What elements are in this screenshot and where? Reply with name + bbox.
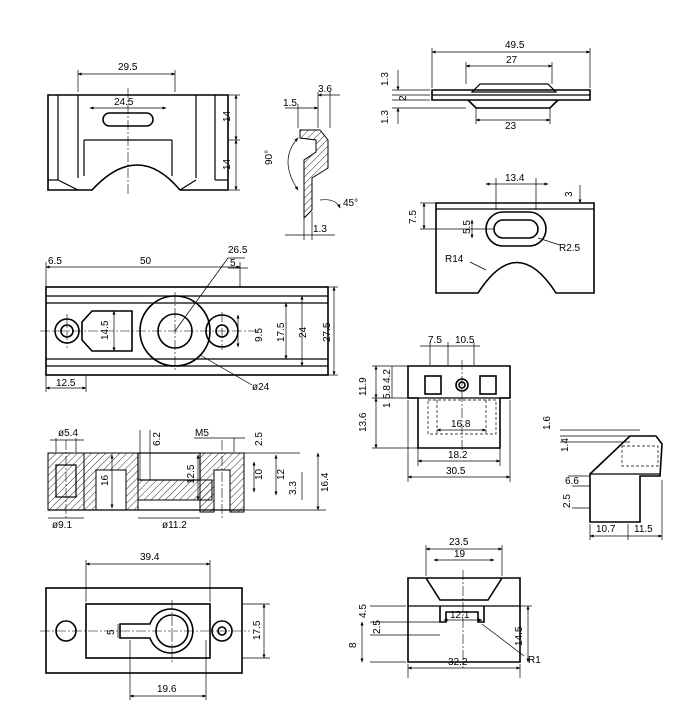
dim-10-g: 10 (254, 468, 265, 480)
dim-14-5-e: 14.5 (100, 320, 111, 340)
dim-r2-5: R2.5 (559, 243, 581, 254)
dim-23-5: 23.5 (449, 537, 469, 548)
dim-o9-1: ø9.1 (52, 520, 72, 531)
dim-1-5: 1.5 (283, 98, 297, 109)
dim-11-5: 11.5 (634, 524, 653, 535)
dim-27: 27 (506, 55, 518, 66)
dim-29-5: 29.5 (118, 62, 138, 73)
dim-14-b: 14 (222, 158, 233, 170)
dim-24-e: 24 (298, 326, 309, 338)
dim-5-e: 5 (230, 258, 236, 269)
dim-14-a: 14 (222, 110, 233, 122)
dim-26-5: 26.5 (228, 245, 248, 256)
dim-30-5: 30.5 (446, 466, 466, 477)
dim-12-5-g: 12.5 (186, 464, 197, 484)
dim-5-i: 5 (106, 629, 117, 635)
dim-7-5: 7.5 (408, 210, 419, 224)
dim-27-5: 27.5 (322, 322, 333, 342)
dim-13-6: 13.6 (358, 412, 369, 432)
dim-10-7: 10.7 (596, 524, 616, 535)
dim-2: 2 (398, 95, 409, 101)
dim-1-3-c1: 1.3 (380, 72, 391, 86)
dim-24-5: 24.5 (114, 97, 134, 108)
dim-50: 50 (140, 256, 152, 267)
dim-17-5-e: 17.5 (276, 322, 287, 342)
dim-r14: R14 (445, 254, 464, 265)
dim-1-3-c2: 1.3 (380, 110, 391, 124)
dim-23: 23 (505, 121, 517, 132)
dim-19: 19 (454, 549, 466, 560)
dim-1-6: 1.6 (542, 416, 553, 430)
dim-m5: M5 (195, 428, 209, 439)
dim-16-g: 16 (100, 474, 111, 486)
dim-13-4: 13.4 (505, 173, 525, 184)
dim-2-5-h: 2.5 (562, 494, 573, 508)
dim-8-j: 8 (348, 642, 359, 648)
dim-1-3-b: 1.3 (313, 224, 327, 235)
dim-3-6: 3.6 (318, 84, 332, 95)
dim-5-5: 5.5 (462, 220, 473, 234)
view-i-plan: 39.4 5 17.5 19.6 (40, 552, 270, 700)
dim-32-2: 32.2 (448, 657, 468, 668)
dim-7-5-f: 7.5 (428, 335, 442, 346)
dim-18-2: 18.2 (448, 450, 468, 461)
dim-o5-4: ø5.4 (58, 428, 78, 439)
dim-45deg: 45° (343, 198, 358, 209)
view-d-slotplate: 13.4 3 7.5 5.5 R2.5 R14 (408, 173, 595, 294)
dim-1-4: 1.4 (560, 438, 571, 452)
dim-9-5: 9.5 (254, 328, 265, 342)
dim-6-6: 6.6 (565, 476, 579, 487)
dim-6-2: 6.2 (152, 432, 163, 446)
dim-12-g: 12 (276, 468, 287, 480)
dim-17-5-i: 17.5 (252, 620, 263, 640)
view-h-profile: 1.6 1.4 6.6 2.5 10.7 11.5 (542, 416, 663, 540)
dim-12-1: 12.1 (450, 610, 470, 621)
dim-11-9: 11.9 (358, 377, 369, 396)
dim-39-4: 39.4 (140, 552, 160, 563)
dim-14-5-j: 14.5 (514, 626, 525, 646)
dim-16-8: 16.8 (451, 419, 471, 430)
view-g-section: ø5.4 6.2 M5 2.5 16 12.5 10 12 3.3 16.4 ø… (47, 428, 331, 531)
view-b-section: 1.5 3.6 90° 45° 1.3 (264, 84, 358, 240)
dim-1-f: 1 (382, 402, 393, 408)
view-e-plan: 6.5 50 26.5 5 14.5 9.5 17.5 24 27.5 12.5… (40, 245, 338, 393)
dim-10-5: 10.5 (455, 335, 475, 346)
dim-16-4: 16.4 (320, 472, 331, 492)
dim-90deg: 90° (264, 150, 275, 165)
dim-6-5: 6.5 (48, 256, 62, 267)
dim-r1: R1 (528, 655, 541, 666)
view-j-vblock: 23.5 19 4.5 2.5 8 12.1 14.5 32.2 R1 (348, 537, 541, 678)
dim-49-5: 49.5 (505, 40, 525, 51)
dim-3-d: 3 (564, 191, 575, 197)
dim-19-6: 19.6 (157, 684, 177, 695)
dim-2-5-g: 2.5 (254, 432, 265, 446)
dim-12-5: 12.5 (56, 378, 76, 389)
dim-3-3: 3.3 (288, 481, 299, 495)
dim-4-5-j: 4.5 (358, 604, 369, 618)
dim-5-8: 5.8 (382, 385, 393, 399)
dim-o24: ø24 (252, 382, 270, 393)
view-f-end: 7.5 10.5 11.9 4.2 5.8 1 13.6 16.8 18.2 3… (358, 335, 511, 482)
view-a-front: 29.5 24.5 14 14 (47, 62, 240, 195)
view-c-profile: 49.5 27 23 1.3 2 1.3 (380, 40, 591, 132)
dim-o11-2: ø11.2 (162, 520, 187, 531)
dim-2-5-j: 2.5 (372, 620, 383, 634)
dim-4-2: 4.2 (382, 369, 393, 383)
